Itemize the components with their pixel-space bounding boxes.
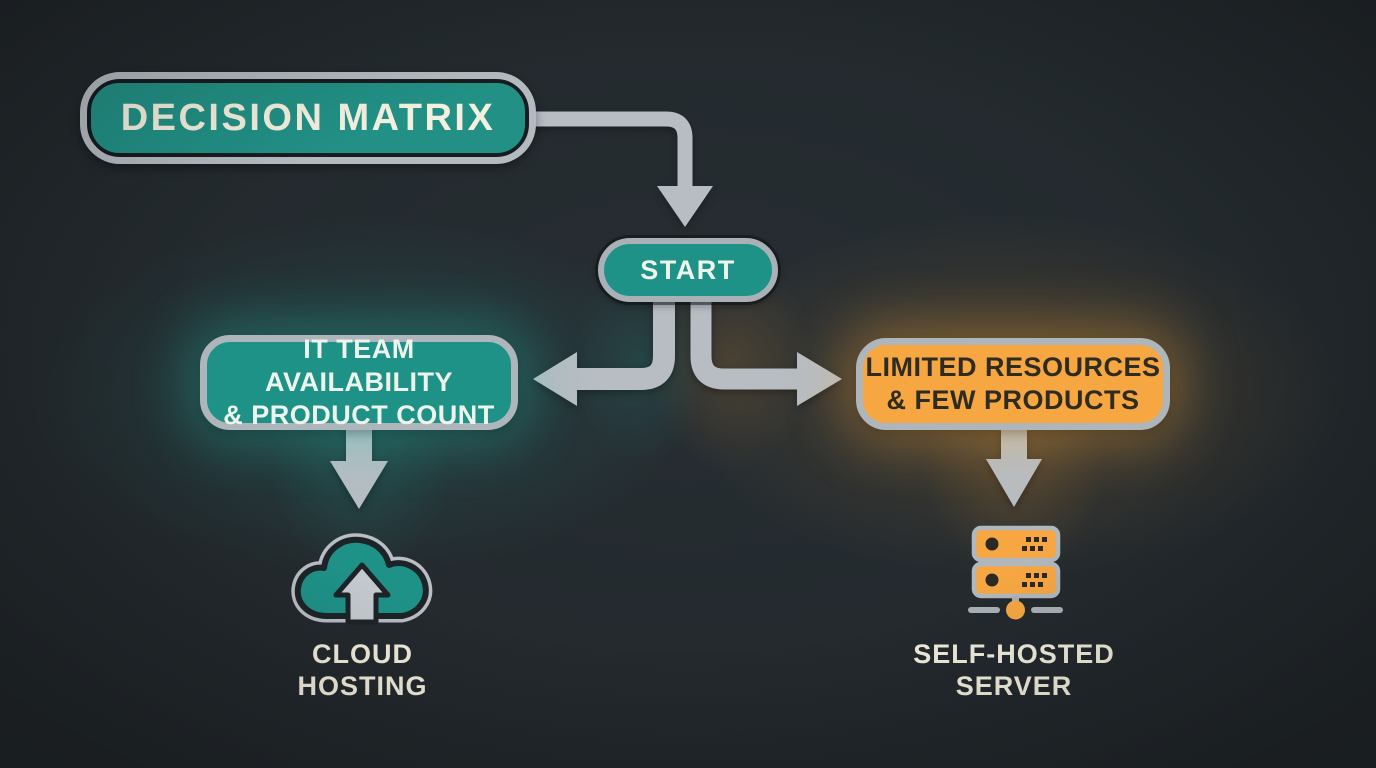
start-label: START — [640, 254, 736, 285]
condition-cloud-line1: IT TEAM AVAILABILITY — [265, 334, 453, 397]
outcome-server-line1: SELF-HOSTED — [913, 639, 1115, 669]
server-icon — [968, 525, 1063, 620]
arrowhead-right — [797, 352, 842, 406]
arrowhead-down-cloud — [330, 461, 388, 509]
arrow-title-to-start — [528, 111, 693, 188]
server-rack-1 — [971, 525, 1061, 563]
arrowhead-left — [533, 352, 577, 406]
outcome-server-line2: SERVER — [955, 671, 1073, 701]
arrowhead-down-server — [986, 459, 1042, 507]
arrow-start-to-left — [576, 298, 675, 390]
outcome-label-cloud: CLOUD HOSTING — [240, 638, 485, 702]
condition-node-cloud: IT TEAM AVAILABILITY & PRODUCT COUNT — [200, 334, 518, 430]
condition-node-selfhosted: LIMITED RESOURCES & FEW PRODUCTS — [856, 338, 1170, 430]
page-title: DECISION MATRIX — [120, 96, 496, 139]
arrowhead-down-start — [657, 186, 713, 227]
start-node: START — [598, 238, 778, 302]
title-node: DECISION MATRIX — [80, 72, 536, 164]
network-node-dot — [1006, 600, 1025, 620]
upload-arrow-glyph — [333, 562, 391, 625]
cloud-upload-icon — [291, 533, 433, 625]
outcome-cloud-line1: CLOUD — [312, 639, 413, 669]
condition-selfhosted-line1: LIMITED RESOURCES — [865, 352, 1161, 382]
title-node-fill: DECISION MATRIX — [91, 83, 525, 153]
arrow-start-to-right — [690, 298, 798, 390]
outcome-label-server: SELF-HOSTED SERVER — [880, 638, 1148, 702]
outcome-cloud-line2: HOSTING — [297, 671, 428, 701]
condition-selfhosted-line2: & FEW PRODUCTS — [886, 385, 1140, 415]
condition-cloud-line2: & PRODUCT COUNT — [223, 400, 495, 430]
